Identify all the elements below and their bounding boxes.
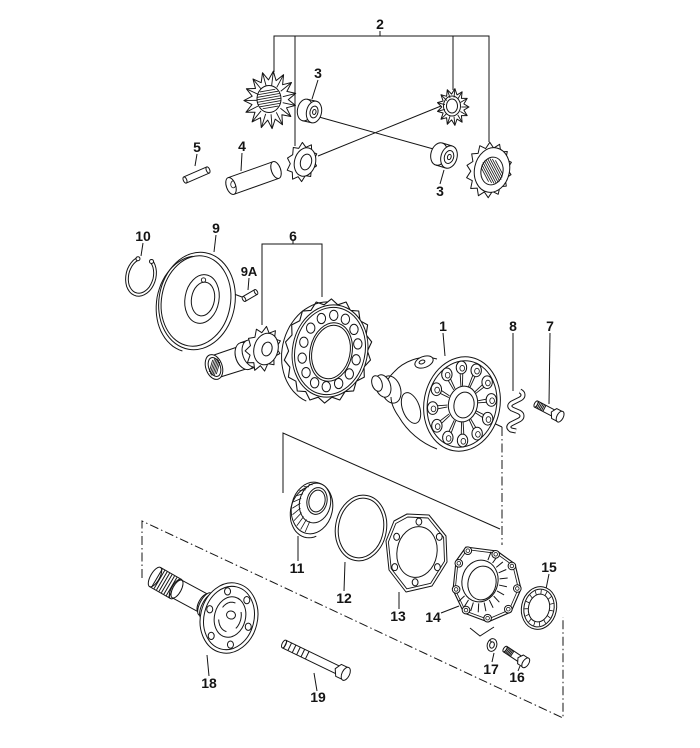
callout-labels: 2 3 4 5 3 10 9 6 9A 1 8 7 11 12 13 14 15… [135,16,557,705]
callout-12[interactable]: 12 [336,590,352,606]
leader-15 [545,573,550,590]
lock-washer [486,638,498,652]
callout-10[interactable]: 10 [135,228,151,244]
leader-1 [442,332,446,357]
differential-housing [371,355,501,452]
hex-bolt [533,400,565,423]
callout-18[interactable]: 18 [201,675,217,691]
snap-ring [125,256,157,297]
section-divider-middle [282,432,501,530]
leader-12 [343,561,346,592]
callout-8[interactable]: 8 [509,318,517,334]
hex-bolt-small [502,645,531,669]
callout-17[interactable]: 17 [483,661,499,677]
bevel-side-gear-large [243,70,297,130]
callout-4[interactable]: 4 [238,138,246,154]
bracket-group-2 [273,31,490,146]
lock-plate [506,388,526,434]
callout-3b[interactable]: 3 [436,183,444,199]
ring-gear [281,298,373,404]
leader-18 [206,654,210,677]
drive-pinion [204,325,281,380]
o-ring [334,494,388,562]
callout-19[interactable]: 19 [310,689,326,705]
flange-shaft [147,566,259,654]
callout-16[interactable]: 16 [509,669,525,685]
callout-11[interactable]: 11 [290,560,305,576]
callout-15[interactable]: 15 [541,559,557,575]
lock-pin [182,166,211,184]
leader-5 [194,153,198,167]
pinion-shaft [225,161,282,195]
differential-pinion-right [437,88,470,126]
leader-3a [311,79,319,100]
leader-16 [517,665,521,672]
callout-7[interactable]: 7 [546,318,554,334]
callout-13[interactable]: 13 [390,608,406,624]
leader-3b [439,169,445,185]
thrust-washer-right [430,142,458,169]
callout-5[interactable]: 5 [193,139,201,155]
callout-1[interactable]: 1 [439,318,447,334]
bevel-side-gear-splined [466,141,512,199]
differential-pinion-left [286,141,318,183]
assembly-cross-lines [317,105,442,157]
bracket-group-6 [261,241,323,325]
leader-17 [491,652,495,663]
callout-9a[interactable]: 9A [241,264,258,279]
leader-7 [548,332,551,405]
leader-9 [213,234,217,253]
thrust-washer-left [296,98,323,124]
leader-19 [313,672,318,692]
callout-14[interactable]: 14 [425,609,441,625]
cover-bolt-link [469,626,495,637]
shaft-seal [520,586,558,630]
bearing-cover [451,546,522,623]
cover-plate [155,251,236,352]
callout-2[interactable]: 2 [376,16,384,32]
dowel-pin [241,289,259,302]
leader-14 [440,605,460,614]
section-divider-bottom [141,520,564,719]
leader-10 [140,242,144,257]
tapered-roller-bearing [289,481,334,539]
callout-6[interactable]: 6 [289,228,297,244]
callout-3a[interactable]: 3 [314,65,322,81]
callout-9[interactable]: 9 [212,220,220,236]
gasket [385,513,448,593]
hex-bolt-long [281,639,351,681]
leader-4 [240,152,243,172]
